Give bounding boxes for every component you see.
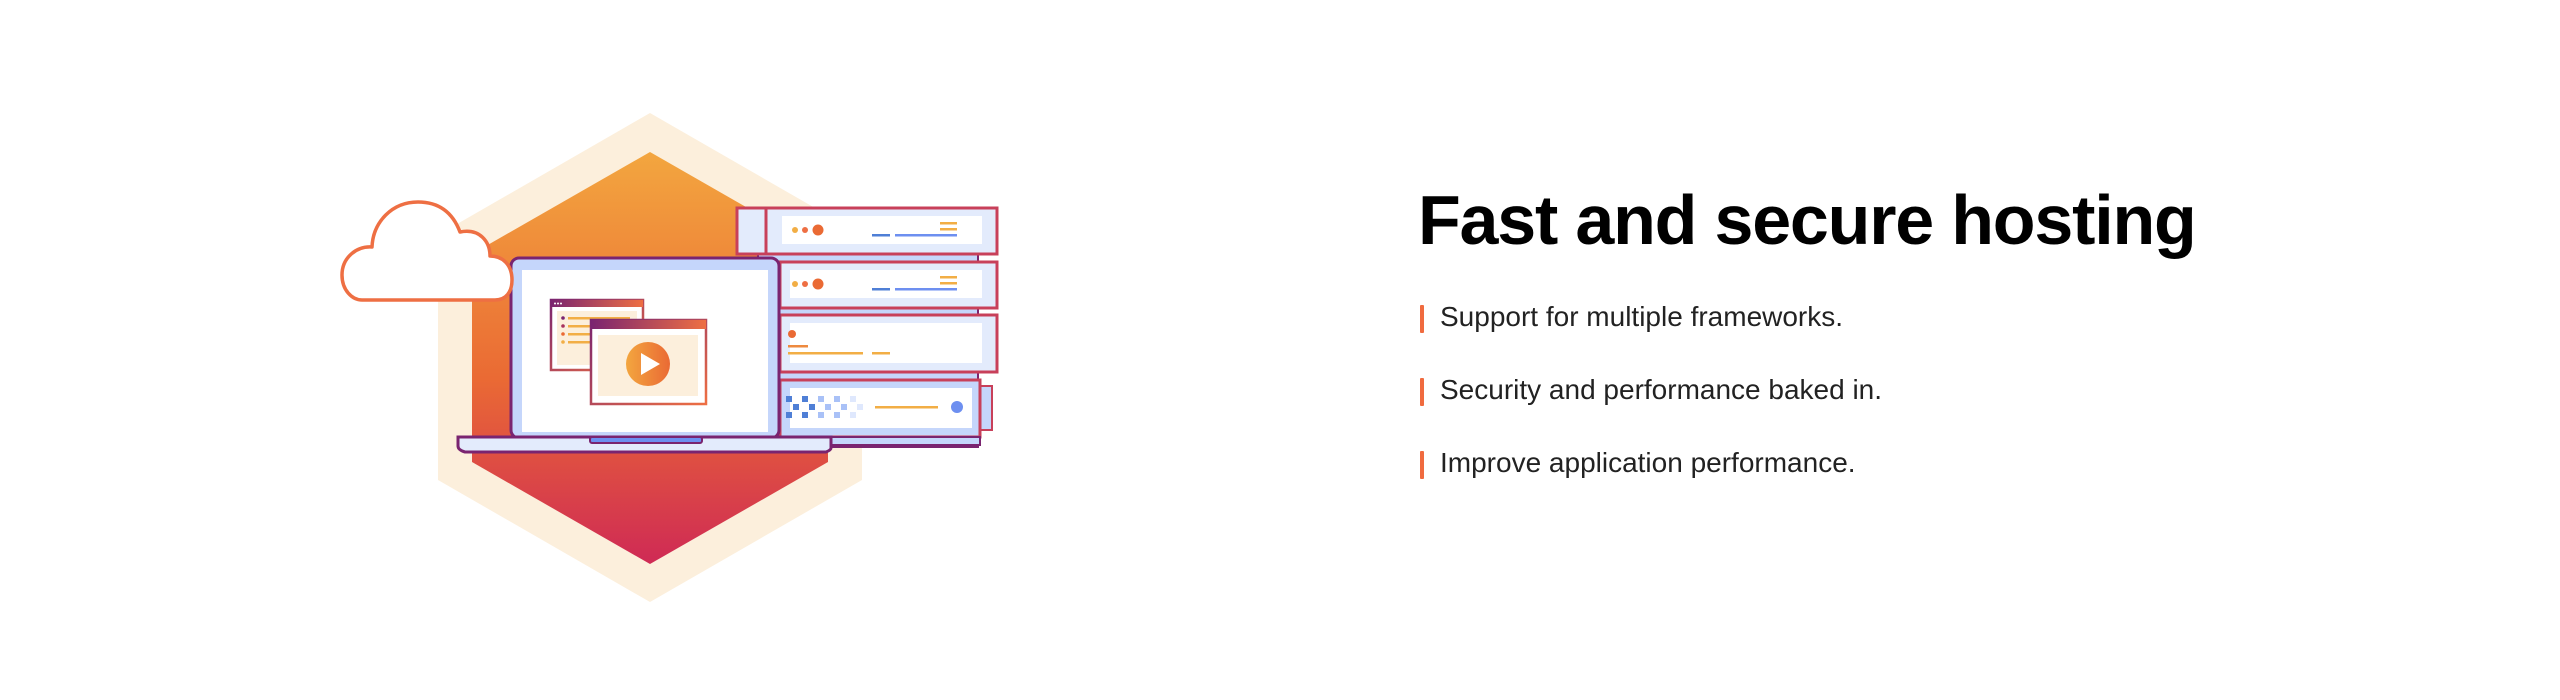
accent-bar-icon: [1420, 378, 1424, 406]
feature-item: Support for multiple frameworks.: [1418, 300, 2418, 334]
play-icon: [626, 342, 670, 386]
cloud-icon: [340, 200, 514, 302]
feature-list: Support for multiple frameworks. Securit…: [1418, 300, 2418, 480]
feature-text: Improve application performance.: [1440, 447, 1856, 478]
feature-item: Improve application performance.: [1418, 446, 2418, 480]
feature-text: Support for multiple frameworks.: [1440, 301, 1844, 332]
accent-bar-icon: [1420, 305, 1424, 333]
feature-item: Security and performance baked in.: [1418, 373, 2418, 407]
page-title: Fast and secure hosting: [1418, 181, 2197, 259]
hero-content: Fast and secure hosting Support for mult…: [1418, 180, 2418, 519]
hosting-illustration: [340, 100, 1020, 620]
video-player-icon: [589, 318, 708, 406]
feature-text: Security and performance baked in.: [1440, 374, 1883, 405]
accent-bar-icon: [1420, 451, 1424, 479]
